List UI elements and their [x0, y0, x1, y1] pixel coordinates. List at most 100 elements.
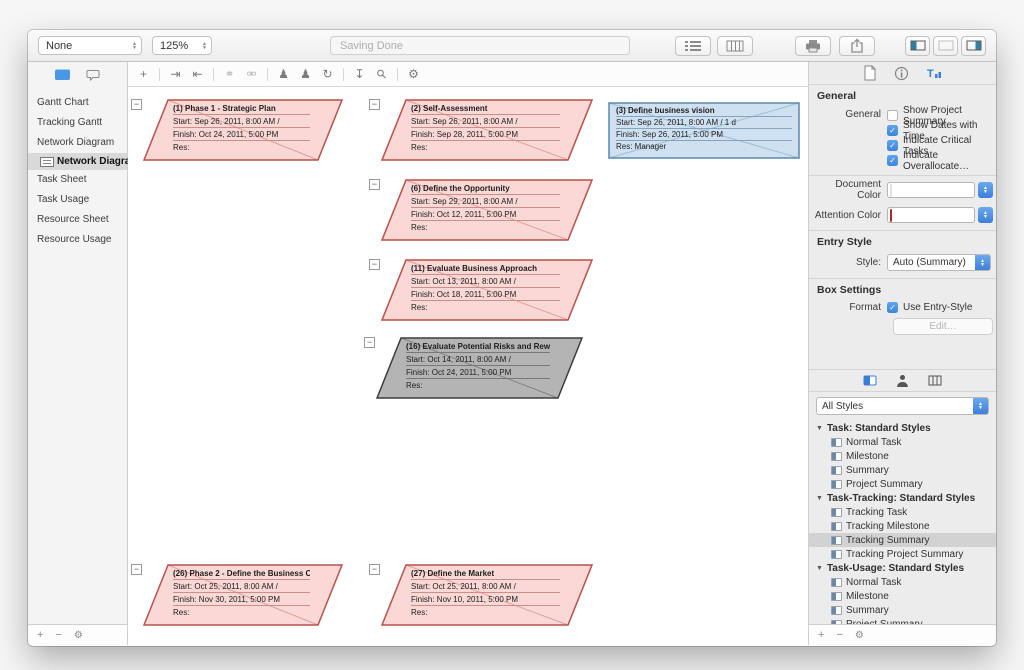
styles-filter-dropdown[interactable]: All Styles ▲▼	[816, 397, 989, 415]
views-tab-icon[interactable]	[55, 69, 70, 80]
update-progress-icon[interactable]: ↻	[322, 67, 333, 81]
style-item-selected[interactable]: Tracking Summary	[809, 533, 996, 547]
canvas-toolbar: + ⇥ ⇤ ⚭ ⚮ ♟ ♟ ↻ ↧ ⚲ ⚙	[128, 62, 808, 87]
disclosure-triangle-icon[interactable]: ▼	[816, 424, 823, 432]
edit-style-button[interactable]: Edit…	[893, 318, 993, 335]
task-node-16[interactable]: (16) Evaluate Potential Risks and Reward…	[376, 337, 583, 399]
scroll-to-task-icon[interactable]: ↧	[354, 67, 365, 81]
toggle-center-panel-button[interactable]	[933, 35, 958, 56]
style-tab-icon[interactable]: T	[926, 66, 942, 81]
style-item[interactable]: Tracking Project Summary	[809, 547, 996, 561]
collapse-button[interactable]: −	[369, 564, 380, 575]
checkbox-show-project-summary[interactable]	[887, 110, 898, 121]
style-group-header[interactable]: ▼Task-Tracking: Standard Styles	[809, 491, 996, 505]
remove-view-button[interactable]: −	[55, 629, 62, 641]
style-item[interactable]: Milestone	[809, 589, 996, 603]
info-tab-icon[interactable]	[894, 66, 909, 81]
filter-dropdown[interactable]: None ▲▼	[38, 36, 142, 55]
style-item[interactable]: Milestone	[809, 449, 996, 463]
stepper-icon[interactable]: ▲▼	[978, 182, 993, 198]
style-item-label: Milestone	[846, 450, 889, 462]
add-task-icon[interactable]: +	[139, 67, 147, 81]
share-button[interactable]	[839, 35, 875, 56]
print-button[interactable]	[795, 35, 831, 56]
add-view-button[interactable]: +	[37, 629, 44, 641]
checkbox-indicate-overallocate-[interactable]: ✓	[887, 155, 898, 166]
sidebar-view-item-network-diagram[interactable]: Network Diagram	[28, 153, 139, 170]
sidebar-item-task-sheet[interactable]: Task Sheet	[28, 170, 127, 190]
stepper-icon[interactable]: ▲▼	[978, 207, 993, 223]
style-item[interactable]: Normal Task	[809, 435, 996, 449]
column-view-button[interactable]	[717, 35, 753, 56]
sidebar-item-resource-usage[interactable]: Resource Usage	[28, 230, 127, 250]
general-section-title: General	[817, 90, 857, 102]
document-color-well[interactable]: ▲▼	[887, 182, 993, 198]
disclosure-triangle-icon[interactable]: ▼	[816, 494, 823, 502]
collapse-button[interactable]: −	[131, 564, 142, 575]
view-settings-icon[interactable]: ⚙	[408, 67, 419, 81]
document-tab-icon[interactable]	[863, 65, 877, 81]
collapse-button[interactable]: −	[131, 99, 142, 110]
style-item[interactable]: Summary	[809, 603, 996, 617]
inspector-panel: T General General Show Project Summary✓S…	[808, 62, 996, 645]
style-item-label: Tracking Task	[846, 506, 908, 518]
view-actions-button[interactable]: ⚙	[73, 629, 83, 641]
sidebar-item-gantt-chart[interactable]: Gantt Chart	[28, 93, 127, 113]
style-group-label: Task: Standard Styles	[826, 422, 931, 434]
toggle-right-panel-button[interactable]	[961, 35, 986, 56]
columns-tab-icon[interactable]	[928, 375, 942, 386]
outline-view-button[interactable]	[675, 35, 711, 56]
unassign-resource-icon[interactable]: ♟	[300, 67, 311, 81]
toggle-right-panel-icon	[966, 40, 981, 51]
task-node-26[interactable]: (26) Phase 2 - Define the Business Oppor…	[143, 564, 343, 626]
collapse-button[interactable]: −	[369, 179, 380, 190]
comments-tab-icon[interactable]	[86, 69, 100, 81]
box-styles-tab-icon[interactable]	[863, 375, 877, 386]
toggle-center-panel-icon	[938, 40, 953, 51]
sidebar-item-task-usage[interactable]: Task Usage	[28, 190, 127, 210]
sidebar-item-resource-sheet[interactable]: Resource Sheet	[28, 210, 127, 230]
assign-resource-icon[interactable]: ♟	[278, 67, 289, 81]
collapse-button[interactable]: −	[369, 99, 380, 110]
outdent-task-icon[interactable]: ⇤	[192, 67, 203, 81]
sidebar-item-network-diagram[interactable]: Network Diagram	[28, 133, 127, 153]
entry-style-dropdown[interactable]: Auto (Summary) ▲▼	[887, 254, 991, 271]
style-group-header[interactable]: ▼Task-Usage: Standard Styles	[809, 561, 996, 575]
collapse-button[interactable]: −	[369, 259, 380, 270]
style-item[interactable]: Tracking Task	[809, 505, 996, 519]
style-actions-button[interactable]: ⚙	[854, 629, 864, 641]
indent-task-icon[interactable]: ⇥	[170, 67, 181, 81]
toolbar-divider	[397, 67, 398, 81]
resources-tab-icon[interactable]	[897, 374, 908, 387]
style-item[interactable]: Project Summary	[809, 477, 996, 491]
zoom-dropdown[interactable]: 125% ▲▼	[152, 36, 212, 55]
sidebar-item-tracking-gantt[interactable]: Tracking Gantt	[28, 113, 127, 133]
checkbox-indicate-critical-tasks[interactable]: ✓	[887, 140, 898, 151]
unlink-tasks-icon[interactable]: ⚮	[246, 67, 257, 81]
zoom-icon[interactable]: ⚲	[373, 65, 390, 83]
add-style-button[interactable]: +	[818, 629, 825, 641]
disclosure-triangle-icon[interactable]: ▼	[816, 564, 823, 572]
style-item[interactable]: Summary	[809, 463, 996, 477]
collapse-button[interactable]: −	[364, 337, 375, 348]
style-item[interactable]: Tracking Milestone	[809, 519, 996, 533]
link-tasks-icon[interactable]: ⚭	[224, 67, 235, 81]
style-item[interactable]: Project Summary	[809, 617, 996, 624]
checkbox-show-dates-with-time[interactable]: ✓	[887, 125, 898, 136]
style-item[interactable]: Normal Task	[809, 575, 996, 589]
attention-color-well[interactable]: ▲▼	[887, 207, 993, 223]
style-group-header[interactable]: ▼Task: Standard Styles	[809, 421, 996, 435]
toggle-left-panel-button[interactable]	[905, 35, 930, 56]
remove-style-button[interactable]: −	[836, 629, 843, 641]
use-entry-style-checkbox[interactable]: ✓	[887, 302, 898, 313]
